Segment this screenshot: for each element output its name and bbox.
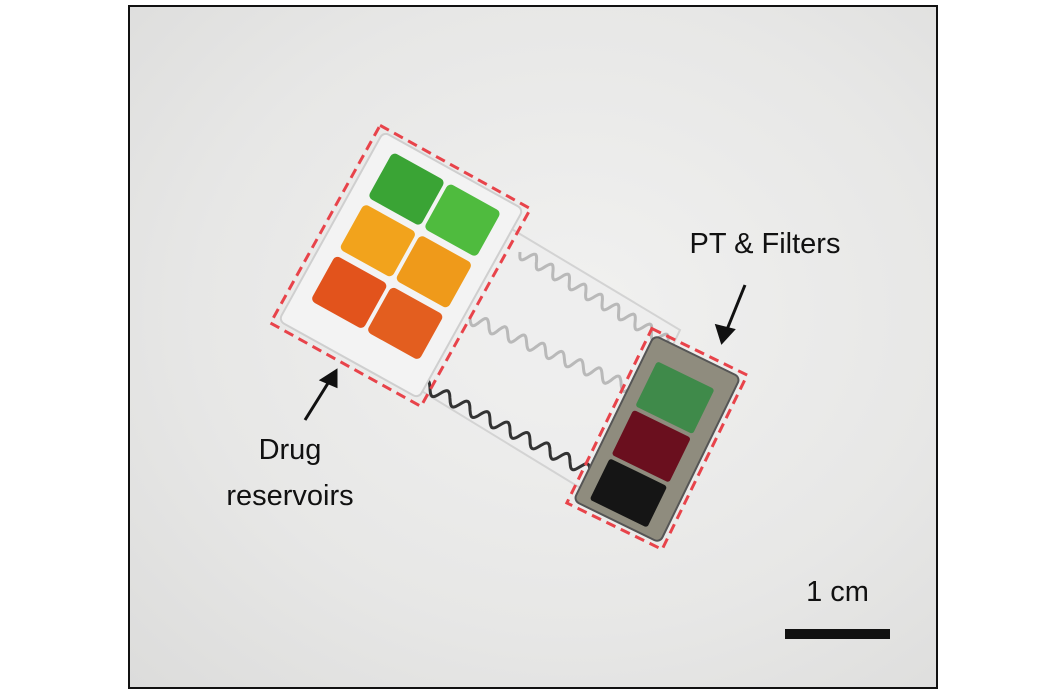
serpentine-channels [408,251,670,473]
arrow-pt [724,284,747,333]
filter-green [636,362,714,434]
drug-label-line2: reservoirs [226,480,354,512]
arrow-pt-head [714,323,736,345]
reservoir-red-right [368,287,443,359]
filter-black [590,459,667,527]
pt-dashed-box [564,326,750,552]
pt-filter-module [564,326,750,552]
reservoir-green-left [369,153,444,225]
reservoir-green-right [425,184,500,256]
scale-label: 1 cm [806,576,869,608]
reservoir-orange-right [396,236,471,308]
pt-filters-label: PT & Filters [689,228,841,260]
reservoir-dashed-box [268,123,533,409]
filter-red [612,410,690,482]
serpentine-channel [468,316,642,394]
drug-reservoir-device [268,123,533,409]
scale-bar [785,629,890,639]
arrows [303,284,747,421]
serpentine-channel [518,251,670,343]
arrow-drug-head [318,368,338,389]
arrow-drug [303,379,332,421]
serpentine-channel [408,377,592,473]
drug-label-line1: Drug [258,434,322,466]
reservoir-orange-left [340,205,415,277]
reservoir-red-left [312,256,387,328]
